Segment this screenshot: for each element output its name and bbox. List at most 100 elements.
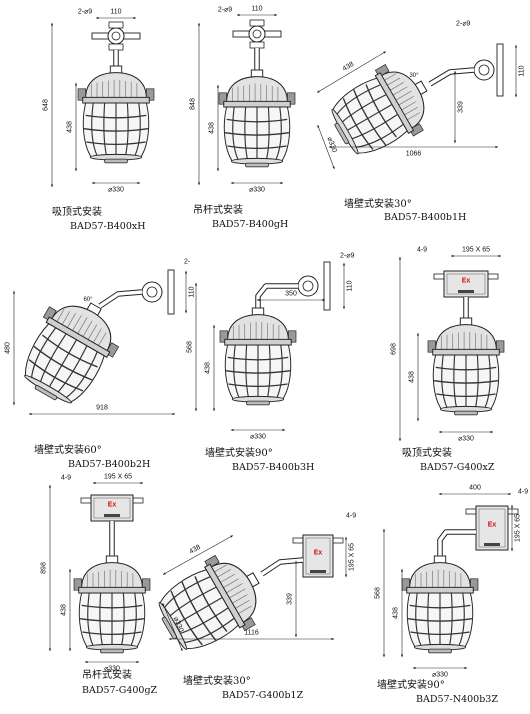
- fig3-model: BAD57-B400b1H: [384, 212, 467, 223]
- dimension-label: 438: [188, 544, 202, 556]
- lamp-fixture-icon: [77, 65, 155, 164]
- drawing-stroke: [99, 290, 143, 308]
- drawing-stroke: [390, 82, 404, 91]
- dimension-label: 60°: [83, 297, 93, 303]
- lamp-fixture-icon: [219, 307, 297, 406]
- dimension-line: [316, 51, 387, 93]
- drawing-stroke: [287, 92, 296, 105]
- dimension-label: 898: [41, 562, 48, 574]
- drawing-stroke: [457, 592, 465, 648]
- dimension-label: 438: [61, 604, 68, 616]
- dimension-label: 339: [458, 101, 465, 113]
- drawing-stroke: [334, 122, 349, 145]
- drawing-stroke: [407, 112, 420, 121]
- drawing-stroke: [223, 100, 291, 108]
- drawing-stroke: [409, 123, 424, 137]
- drawing-stroke: [55, 345, 88, 395]
- drawing-stroke: [104, 158, 128, 164]
- drawing-stroke: [227, 356, 289, 361]
- fig5-model: BAD57-B400b3H: [232, 462, 315, 473]
- drawing-stroke: [406, 586, 474, 594]
- ex-junction-box-icon: [292, 534, 344, 578]
- dimension-label: 195 X 65: [349, 543, 356, 571]
- drawing-stroke: [87, 592, 95, 648]
- drawing-stroke: [82, 631, 142, 636]
- dimension-label: 1116: [244, 630, 259, 637]
- drawing-stroke: [265, 107, 270, 162]
- drawing-stroke: [238, 605, 252, 614]
- drawing-stroke: [142, 578, 151, 591]
- fig6-caption: 吸顶式安装: [402, 448, 452, 459]
- drawing-stroke: [100, 648, 124, 654]
- drawing-stroke: [240, 617, 256, 632]
- drawing-stroke: [256, 284, 298, 312]
- drawing-stroke: [73, 578, 82, 591]
- drawing-stroke: [229, 588, 246, 599]
- dimension-label: 568: [187, 341, 194, 353]
- fig4-caption: 墙壁式安装60°: [34, 445, 102, 456]
- drawing-stroke: [39, 333, 67, 385]
- drawing-stroke: [435, 324, 497, 351]
- dimension-label: ⌀330: [458, 436, 474, 443]
- drawing-stroke: [77, 317, 88, 334]
- drawing-stroke: [496, 340, 505, 353]
- drawing-stroke: [435, 366, 497, 371]
- drawing-stroke: [448, 593, 453, 648]
- drawing-stroke: [409, 604, 471, 609]
- dimension-label: 4-9: [61, 475, 71, 482]
- drawing-stroke: [85, 72, 147, 99]
- dimension-label: 2-⌀9: [218, 7, 232, 14]
- drawing-stroke: [427, 593, 432, 648]
- drawing-stroke: [219, 330, 228, 343]
- drawing-stroke: [252, 29, 262, 39]
- dimension-label: 339: [287, 593, 294, 605]
- ex-mark: Ex: [108, 502, 117, 509]
- drawing-stroke: [453, 355, 458, 410]
- drawing-stroke: [228, 383, 288, 388]
- drawing-stroke: [226, 118, 288, 123]
- lamp-fixture-icon: [427, 317, 505, 416]
- dimension-label: 698: [391, 343, 398, 355]
- drawing-stroke: [47, 339, 78, 390]
- lamp-fixture-icon: [73, 555, 151, 654]
- drawing-stroke: [232, 594, 248, 604]
- drawing-stroke: [415, 592, 423, 648]
- dimension-label: ⌀330: [108, 187, 124, 194]
- dimension-label: 2-⌀9: [340, 253, 354, 260]
- drawing-stroke: [12, 13, 519, 670]
- drawing-stroke: [245, 162, 269, 168]
- fig8-model: BAD57-G400b1Z: [222, 690, 304, 701]
- drawing-stroke: [454, 410, 478, 416]
- drawing-stroke: [401, 101, 416, 111]
- ex-junction-box-icon: [80, 494, 144, 522]
- dimension-label: 438: [67, 121, 74, 133]
- drawing-stroke: [133, 102, 141, 158]
- drawing-stroke: [108, 21, 124, 29]
- drawing-stroke: [85, 114, 147, 119]
- drawing-stroke: [98, 332, 107, 346]
- drawing-stroke: [288, 330, 297, 343]
- dimension-label: 4-9: [417, 247, 427, 254]
- fig2-model: BAD57-B400gH: [212, 219, 289, 230]
- drawing-stroke: [235, 599, 250, 609]
- drawing-stroke: [124, 103, 129, 158]
- drawing-stroke: [470, 578, 479, 591]
- fig8-caption: 墙壁式安装30°: [183, 676, 251, 687]
- drawing-stroke: [483, 354, 491, 410]
- drawing-stroke: [146, 88, 155, 101]
- drawing-stroke: [266, 345, 271, 400]
- drawing-stroke: [404, 106, 418, 116]
- dimension-label: ⌀330: [250, 434, 266, 441]
- dimension-label: ⌀330: [104, 666, 120, 673]
- drawing-stroke: [441, 354, 449, 410]
- drawing-stroke: [305, 537, 331, 575]
- drawing-stroke: [223, 578, 239, 588]
- drawing-stroke: [99, 593, 104, 648]
- dimension-line: [317, 124, 335, 170]
- wall-plate: [167, 269, 175, 315]
- drawing-stroke: [103, 103, 108, 158]
- wall-plate: [323, 261, 331, 311]
- ex-junction-box-icon: [465, 505, 519, 551]
